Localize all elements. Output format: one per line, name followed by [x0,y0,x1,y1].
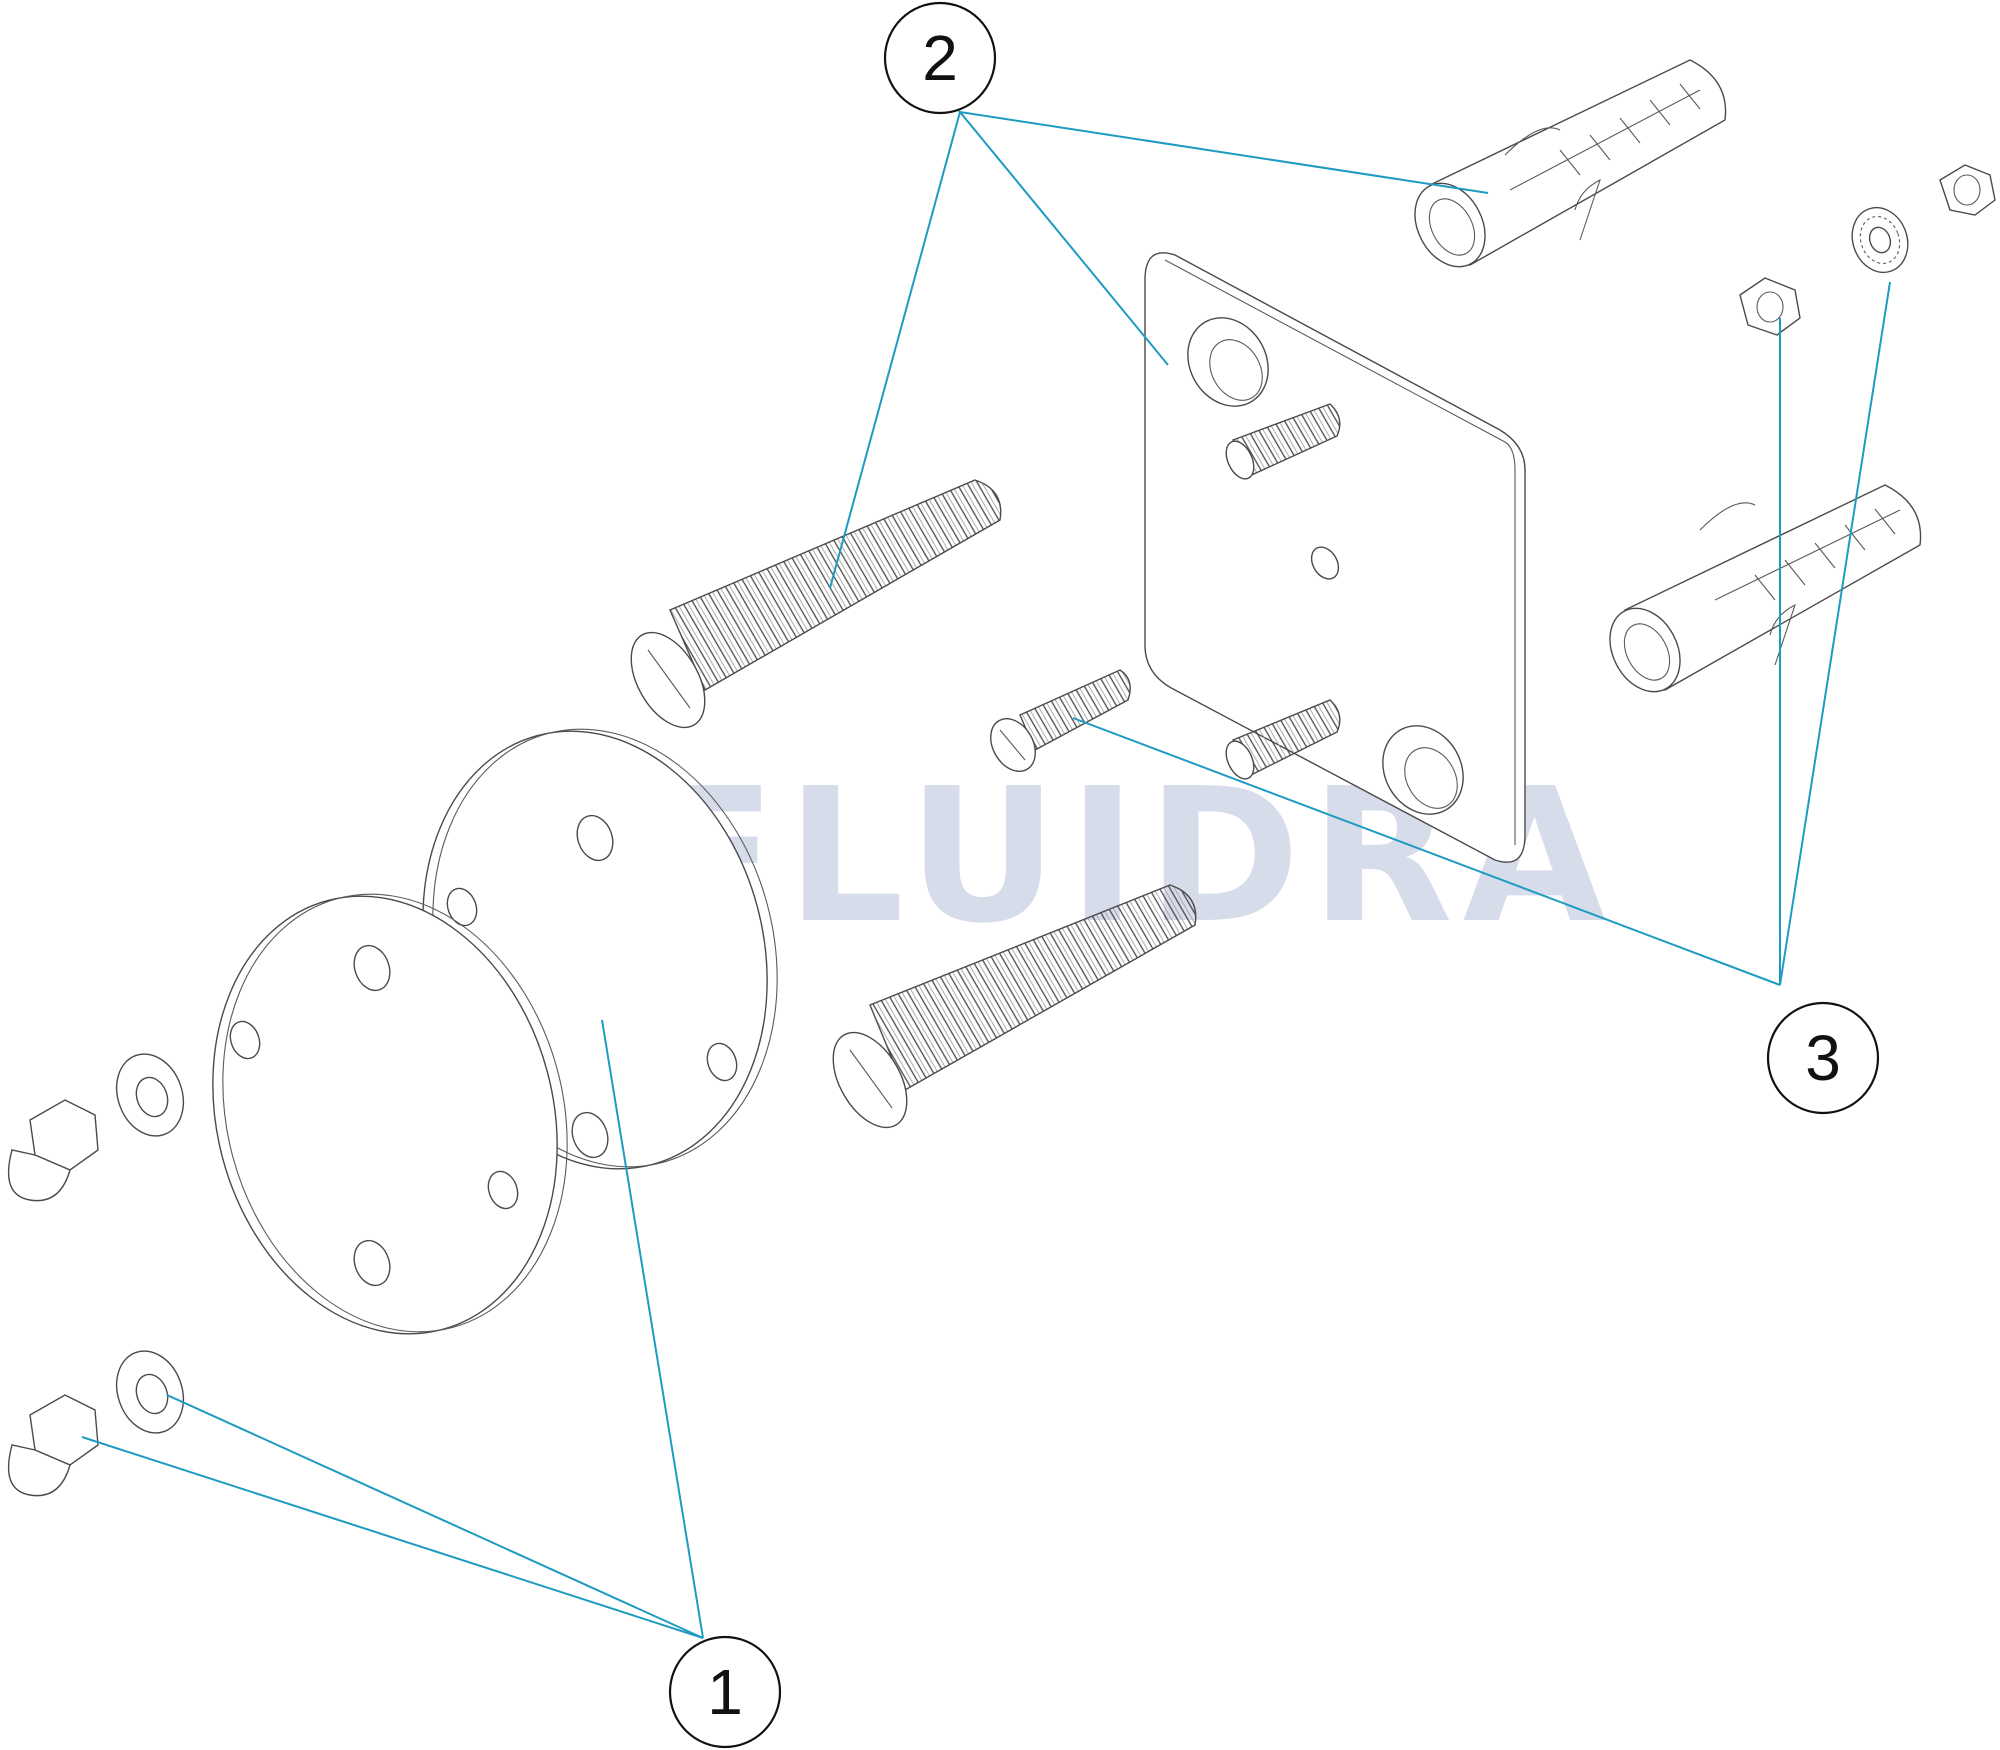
serrated-lock-washer [1851,206,1909,274]
flat-washer-lower [115,1350,185,1434]
leader-lines-callout-1 [81,1019,704,1639]
hex-nut-middle-right [1739,277,1801,336]
short-screw [990,669,1131,772]
callout-balloon-3: 3 [1766,1001,1880,1115]
callout-number-2: 2 [922,22,958,94]
flange-disc-front [212,893,568,1335]
long-screw-lower [832,884,1197,1129]
plate-stud-upper [1225,403,1341,480]
wall-anchor-lower [1609,484,1922,693]
hex-nut-top-right [1939,164,1996,216]
long-screw-upper [630,479,1002,729]
flat-washer-upper [115,1053,185,1137]
mounting-plate [1144,252,1526,863]
acorn-nut-upper [7,1099,99,1202]
leader-lines-callout-3 [1072,281,1891,986]
leader-lines-callout-2 [829,110,1489,589]
acorn-nut-lower [7,1394,99,1497]
plate-stud-lower [1225,699,1341,780]
callout-number-3: 3 [1805,1022,1841,1094]
wall-anchor-upper [1414,59,1727,268]
callout-balloon-1: 1 [668,1635,782,1749]
callout-balloon-2: 2 [883,1,997,115]
callout-number-1: 1 [707,1656,743,1728]
